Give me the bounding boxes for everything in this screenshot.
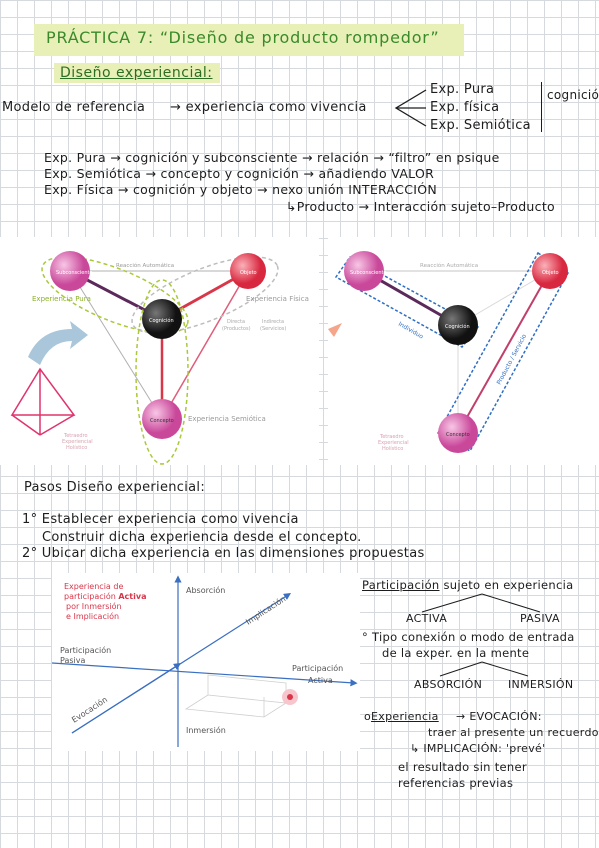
- d2-tetraedro-3: Holístico: [382, 445, 403, 452]
- note-activa: ACTIVA: [406, 612, 448, 625]
- axis-absorcion: Absorción: [186, 585, 225, 595]
- d1-directa-2: (Productos): [222, 326, 251, 332]
- tetrahedron-diagram-1: Reacción Automática Experiencia Pura Exp…: [0, 237, 319, 465]
- axis-part-activa-2: Activa: [308, 676, 333, 685]
- d2-label-cog: Cognición: [445, 323, 470, 330]
- pasos-step1b: Construir dicha experiencia desde el con…: [42, 530, 362, 545]
- d1-tetraedro-3: Holístico: [66, 444, 87, 451]
- model-arrow-text: → experiencia como vivencia: [170, 100, 367, 115]
- node-concepto: [142, 399, 182, 439]
- note-branch-1: [421, 593, 541, 613]
- def-pura: Exp. Pura → cognición y subconsciente → …: [44, 150, 500, 165]
- d1-directa: Directa: [227, 319, 245, 325]
- d2-tetraedro-1: Tetraedro: [379, 434, 404, 440]
- page-title: PRÁCTICA 7: “Diseño de producto rompedor…: [46, 28, 440, 47]
- d1-exp-semiotica: Experiencia Semiótica: [188, 415, 266, 423]
- note-evocacion: → EVOCACIÓN:: [456, 710, 542, 723]
- page-subtitle: Diseño experiencial:: [60, 65, 213, 81]
- axis-part-activa-1: Participación: [292, 663, 343, 673]
- d1-tetraedro-2: Experiencial: [62, 439, 93, 445]
- d2-individuo: Individuo: [397, 321, 425, 341]
- d1-exp-fisica: Experiencia Física: [246, 295, 309, 303]
- def-producto: ↳Producto → Interacción sujeto–Producto: [286, 199, 555, 214]
- subtitle-highlight: [54, 63, 220, 83]
- note-traer: traer al presente un recuerdo: [428, 726, 599, 739]
- axis-evocacion: Evocación: [70, 694, 109, 724]
- tetrahedron-diagram-2: Reacción Automática Subconsciente Objeto…: [328, 237, 599, 465]
- note-referencias: referencias previas: [398, 776, 514, 790]
- note-participacion-rest: sujeto en experiencia: [439, 578, 574, 592]
- note-inmersion: INMERSIÓN: [508, 678, 574, 691]
- node-objeto: [230, 253, 266, 289]
- axis-part-pasiva-2: Pasiva: [60, 656, 85, 665]
- d1-label-obj: Objeto: [240, 270, 257, 276]
- d1-label-con: Concepto: [150, 418, 174, 424]
- d1-label-sub: Subconsciente: [56, 270, 93, 276]
- def-semiotica: Exp. Semiótica → concepto y cognición → …: [44, 166, 435, 181]
- note-resultado: el resultado sin tener: [398, 760, 527, 774]
- axes-legend-2a: participación Activa: [64, 591, 146, 601]
- d2-label-sub: Subconsciente: [350, 270, 387, 276]
- d2-label-con: Concepto: [446, 432, 470, 438]
- axes-legend-4: e Implicación: [66, 611, 119, 621]
- cognition-brace: [541, 82, 542, 132]
- node-cognicion: [142, 299, 182, 339]
- pasos-step1: 1° Establecer experiencia como vivencia: [22, 512, 299, 527]
- note-experiencia-word: Experiencia: [371, 710, 439, 723]
- d1-reaccion: Reacción Automática: [116, 262, 174, 269]
- model-label: Modelo de referencia: [2, 100, 146, 115]
- model-type-fisica: Exp. física: [430, 100, 500, 115]
- d1-tetraedro-1: Tetraedro: [63, 433, 88, 439]
- model-type-pura: Exp. Pura: [430, 82, 495, 97]
- model-type-semiotica: Exp. Semiótica: [430, 118, 531, 133]
- axis-inmersion: Inmersión: [186, 725, 226, 735]
- note-experiencia: oExperiencia: [364, 710, 439, 723]
- d1-label-cog: Cognición: [149, 317, 174, 324]
- axes-legend-3: por Inmersión: [66, 601, 122, 611]
- axis-implicacion: Implicación: [244, 593, 288, 626]
- pasos-step2: 2° Ubicar dicha experiencia en las dimen…: [22, 546, 425, 561]
- dimensions-diagram: Experiencia de participación Activa por …: [51, 573, 360, 751]
- d1-exp-pura: Experiencia Pura: [32, 295, 91, 303]
- note-absorcion: ABSORCIÓN: [414, 678, 483, 691]
- note-pasiva: PASIVA: [520, 612, 560, 625]
- d2-tetraedro-2: Experiencial: [378, 440, 409, 446]
- pasos-heading: Pasos Diseño experiencial:: [24, 480, 205, 495]
- note-participacion: Participación sujeto en experiencia: [362, 578, 573, 592]
- d1-indirecta: Indirecta: [262, 319, 284, 325]
- note-participacion-word: Participación: [362, 578, 440, 592]
- note-tipo-2: de la exper. en la mente: [382, 646, 530, 660]
- title-highlight: [34, 24, 464, 56]
- note-branch-2: [439, 661, 529, 677]
- model-cognition: cognición: [547, 88, 599, 102]
- d1-indirecta-2: (Servicios): [260, 326, 286, 332]
- note-implicacion: ↳ IMPLICACIÓN: 'prevé': [410, 742, 546, 755]
- axes-legend-1: Experiencia de: [64, 582, 123, 591]
- note-tipo: ° Tipo conexión o modo de entrada: [362, 630, 575, 644]
- def-fisica: Exp. Física → cognición y objeto → nexo …: [44, 182, 438, 197]
- d2-label-obj: Objeto: [542, 270, 559, 276]
- axis-part-pasiva-1: Participación: [60, 645, 111, 655]
- fork-lines: [394, 89, 427, 127]
- d2-reaccion: Reacción Automática: [420, 262, 478, 269]
- node-subconsciente: [50, 251, 90, 291]
